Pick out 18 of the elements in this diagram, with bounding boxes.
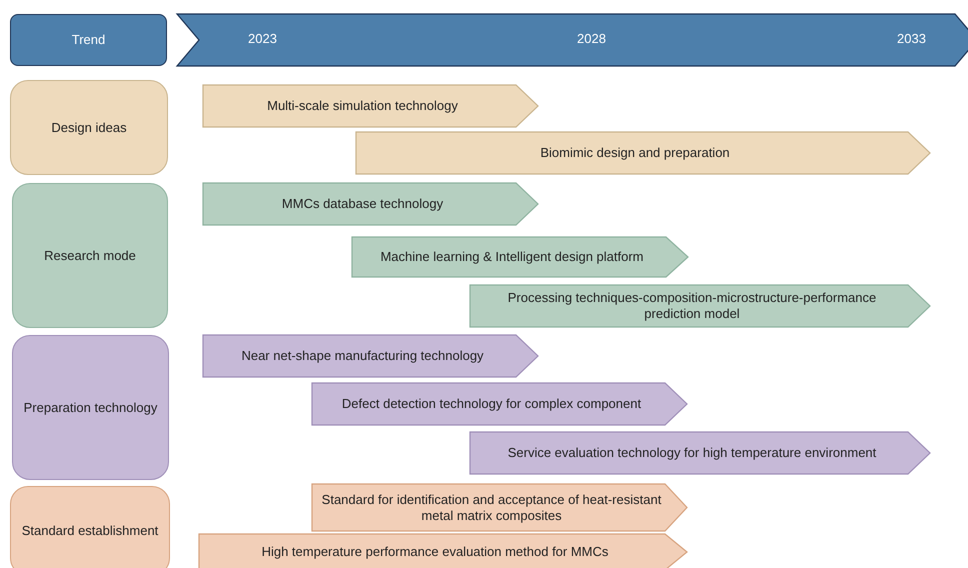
category-box: Standard establishment bbox=[10, 486, 170, 568]
year-label: 2033 bbox=[897, 31, 926, 47]
category-box: Research mode bbox=[12, 183, 168, 328]
header-box: Trend bbox=[10, 14, 167, 66]
year-label: 2023 bbox=[248, 31, 277, 47]
roadmap-bar: Defect detection technology for complex component bbox=[312, 383, 687, 425]
roadmap-bar: Multi-scale simulation technology bbox=[203, 85, 538, 127]
year-label: 2028 bbox=[577, 31, 606, 47]
category-box: Preparation technology bbox=[12, 335, 169, 480]
roadmap-bar: Processing techniques-composition-microstructure-performance prediction model bbox=[470, 285, 930, 327]
roadmap-bar: Machine learning & Intelligent design platform bbox=[352, 237, 688, 277]
roadmap-bar: Near net-shape manufacturing technology bbox=[203, 335, 538, 377]
roadmap-bar: Standard for identification and acceptance of heat-resistant metal matrix composites bbox=[312, 484, 687, 531]
roadmap-bar: MMCs database technology bbox=[203, 183, 538, 225]
roadmap-bar: Biomimic design and preparation bbox=[356, 132, 930, 174]
roadmap-bar: High temperature performance evaluation method for MMCs bbox=[199, 534, 687, 568]
roadmap-bar: Service evaluation technology for high temperature environment bbox=[470, 432, 930, 474]
category-box: Design ideas bbox=[10, 80, 168, 175]
